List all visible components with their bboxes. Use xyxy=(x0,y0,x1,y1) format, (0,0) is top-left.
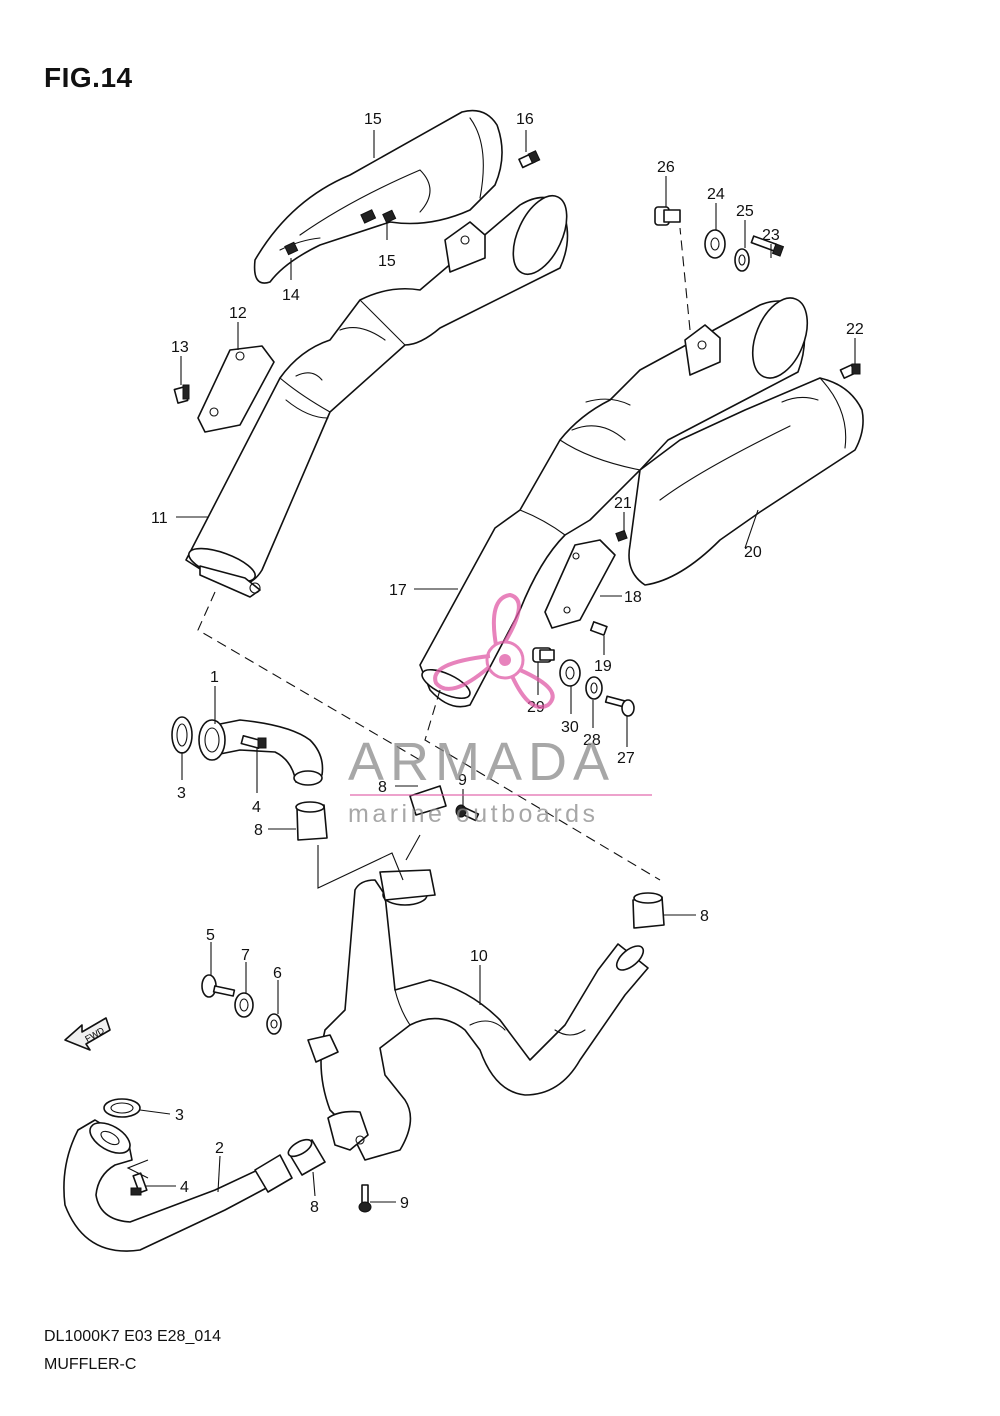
bolt-9-lower xyxy=(358,1184,372,1213)
collar-26 xyxy=(654,206,681,226)
callout-24: 24 xyxy=(707,186,725,203)
fwd-arrow-icon: FWD xyxy=(64,1017,111,1051)
right-muffler-cover xyxy=(628,377,864,586)
bolt-4-lower xyxy=(130,1172,148,1196)
exhaust-pipe-2 xyxy=(63,1119,293,1252)
bolt-16 xyxy=(518,150,541,169)
callout-3: 3 xyxy=(175,1107,184,1124)
callout-9: 9 xyxy=(400,1195,409,1212)
clamp-bracket-y xyxy=(307,1034,339,1063)
callout-15: 15 xyxy=(378,253,396,270)
bolt-5 xyxy=(201,974,236,998)
callout-11: 11 xyxy=(151,510,168,527)
bolt-22 xyxy=(839,363,861,379)
bolt-23 xyxy=(750,235,785,257)
bolt-9-upper xyxy=(455,804,480,822)
callout-20: 20 xyxy=(744,544,762,561)
pipe-clamp-10 xyxy=(327,1110,369,1151)
callout-18: 18 xyxy=(624,589,642,606)
callout-30: 30 xyxy=(561,719,579,736)
sleeve-8-a xyxy=(295,801,328,841)
sleeve-8-d xyxy=(287,1138,326,1176)
callout-25: 25 xyxy=(736,203,754,220)
callout-14: 15 xyxy=(364,111,382,128)
drawing-code: DL1000K7 E03 E28_014 xyxy=(44,1328,222,1345)
grommet-30 xyxy=(559,659,581,687)
exhaust-pipe-y-10 xyxy=(320,869,649,1161)
callout-19: 19 xyxy=(594,658,612,675)
callout-6: 6 xyxy=(273,965,282,982)
callout-21: 21 xyxy=(614,495,632,512)
callout-3: 3 xyxy=(177,785,186,802)
watermark-brand: ARMADA xyxy=(348,732,615,792)
sleeve-8-b xyxy=(409,785,447,816)
callout-7: 7 xyxy=(241,947,250,964)
figure-title: FIG.14 xyxy=(44,62,133,93)
callout-8: 8 xyxy=(378,779,387,796)
left-muffler-body xyxy=(185,195,569,587)
bolt-13 xyxy=(173,384,190,404)
collar-29 xyxy=(532,647,555,663)
callout-2: 2 xyxy=(215,1140,224,1157)
callout-8: 8 xyxy=(254,822,263,839)
callout-22: 22 xyxy=(846,321,864,338)
callout-23: 23 xyxy=(762,227,780,244)
muffler-clamp xyxy=(199,565,261,598)
bolt-27 xyxy=(604,695,635,717)
watermark-tagline: marine outboards xyxy=(348,800,599,828)
callout-numbers: 15 16 15 14 12 13 11 26 24 25 23 22 21 2… xyxy=(151,111,864,1216)
cover-clip-15a xyxy=(360,209,377,224)
muffler-bracket-12 xyxy=(197,345,275,433)
callout-5: 5 xyxy=(206,927,215,944)
sleeve-8-c xyxy=(632,892,665,929)
right-muffler-body xyxy=(419,297,809,708)
callout-12: 12 xyxy=(229,305,247,322)
washer-6 xyxy=(266,1013,282,1035)
washer-28 xyxy=(585,676,603,700)
cover-clip-15b xyxy=(382,209,397,224)
callout-27: 27 xyxy=(617,750,635,767)
gasket-3-upper xyxy=(171,716,193,754)
callout-9: 9 xyxy=(458,772,467,789)
muffler-bracket-18 xyxy=(544,539,616,629)
bolt-19 xyxy=(589,621,608,636)
callout-17: 17 xyxy=(389,582,407,599)
left-muffler-cover xyxy=(253,109,503,284)
callout-15: 14 xyxy=(282,287,300,304)
propeller-logo-icon xyxy=(433,592,555,709)
callout-4: 4 xyxy=(252,799,261,816)
clamp-bracket-11 xyxy=(444,221,486,273)
grommet-7 xyxy=(234,992,254,1018)
callout-16: 16 xyxy=(516,111,534,128)
callout-28: 28 xyxy=(583,732,601,749)
callout-13: 13 xyxy=(171,339,189,356)
assembly-lines xyxy=(126,227,691,1179)
washer-25 xyxy=(734,248,750,272)
drawing-subtitle: MUFFLER-C xyxy=(44,1356,137,1373)
gasket-3-lower xyxy=(103,1098,141,1118)
connector-pipe-1 xyxy=(198,719,324,786)
callout-4: 4 xyxy=(180,1179,189,1196)
callout-26: 26 xyxy=(657,159,675,176)
callout-8: 8 xyxy=(310,1199,319,1216)
callout-10: 10 xyxy=(470,948,488,965)
cover-clip-15c xyxy=(284,241,299,256)
bolt-4-upper xyxy=(240,735,267,749)
muffler-mount-bracket xyxy=(684,324,721,376)
callout-8: 8 xyxy=(700,908,709,925)
watermark: ARMADA marine outboards xyxy=(348,592,652,828)
clip-21 xyxy=(615,529,628,542)
leader-lines xyxy=(139,130,856,1203)
grommet-24 xyxy=(704,229,726,259)
callout-1: 1 xyxy=(210,669,219,686)
